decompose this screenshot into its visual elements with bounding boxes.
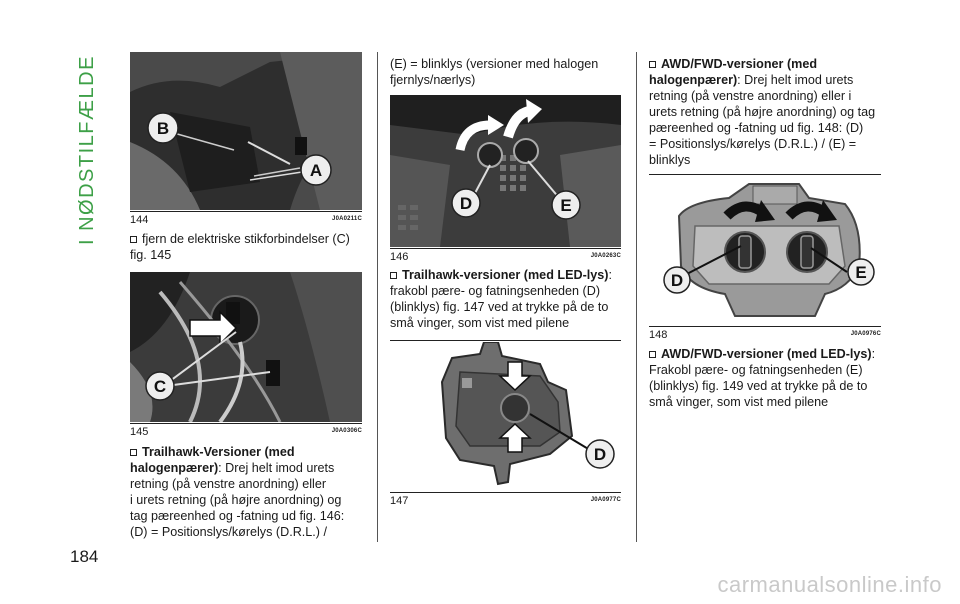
col2-paragraph-1: Trailhawk-versioner (med LED-lys): frako…: [390, 268, 612, 330]
figure-145-caption: 145 J0A0306C: [130, 423, 362, 438]
figure-148-top-rule: [649, 174, 881, 175]
figure-144-code: J0A0211C: [332, 216, 362, 222]
figure-147-top-rule: [390, 340, 621, 341]
figure-147-code: J0A0977C: [590, 497, 621, 503]
col1-paragraph-1: fjern de elektriske stikforbindelser (C)…: [130, 232, 350, 262]
checkbox-icon: [649, 351, 656, 358]
figure-146-number: 146: [390, 251, 409, 263]
figure-145-label-c: C: [154, 377, 166, 396]
column-divider-2: [636, 52, 637, 542]
section-title: I NØDSTILFÆLDE: [76, 55, 98, 245]
checkbox-icon: [130, 449, 137, 456]
figure-145-number: 145: [130, 426, 149, 438]
figure-145-code: J0A0306C: [331, 428, 362, 434]
figure-144-label-b: B: [157, 119, 169, 138]
figure-146-image: D E: [390, 95, 621, 247]
figure-144-image: B A: [130, 52, 362, 210]
col2-paragraph-0: (E) = blinklys (versioner med halogen fj…: [390, 57, 599, 87]
checkbox-icon: [649, 61, 656, 68]
figure-145-image: C: [130, 272, 362, 422]
figure-147-label-d: D: [594, 445, 606, 464]
col3-paragraph-1: AWD/FWD-versioner (med halogenpærer): Dr…: [649, 57, 876, 167]
figure-146-label-d: D: [460, 194, 472, 213]
figure-148-code: J0A0976C: [850, 331, 881, 337]
figure-144-number: 144: [130, 214, 149, 226]
figure-148-image: D E: [649, 176, 881, 324]
watermark: carmanualsonline.info: [717, 572, 942, 597]
column-divider-1: [377, 52, 378, 542]
figure-146-label-e: E: [560, 196, 571, 215]
figure-148-number: 148: [649, 329, 668, 341]
figure-146-code: J0A0263C: [590, 253, 621, 259]
checkbox-icon: [130, 236, 137, 243]
page-number: 184: [70, 547, 99, 566]
col1-paragraph-2: Trailhawk-Versioner (med halogenpærer): …: [130, 445, 345, 539]
col3-paragraph-2: AWD/FWD-versioner (med LED-lys): Frakobl…: [649, 347, 876, 409]
checkbox-icon: [390, 272, 397, 279]
figure-147-number: 147: [390, 495, 409, 507]
figure-148-caption: 148 J0A0976C: [649, 326, 881, 341]
figure-144-caption: 144 J0A0211C: [130, 211, 362, 226]
figure-148-label-e: E: [855, 263, 866, 282]
figure-144-label-a: A: [310, 161, 322, 180]
figure-148-label-d: D: [671, 271, 683, 290]
figure-146-caption: 146 J0A0263C: [390, 248, 621, 263]
figure-147-image: D: [390, 342, 621, 490]
figure-147-caption: 147 J0A0977C: [390, 492, 621, 507]
